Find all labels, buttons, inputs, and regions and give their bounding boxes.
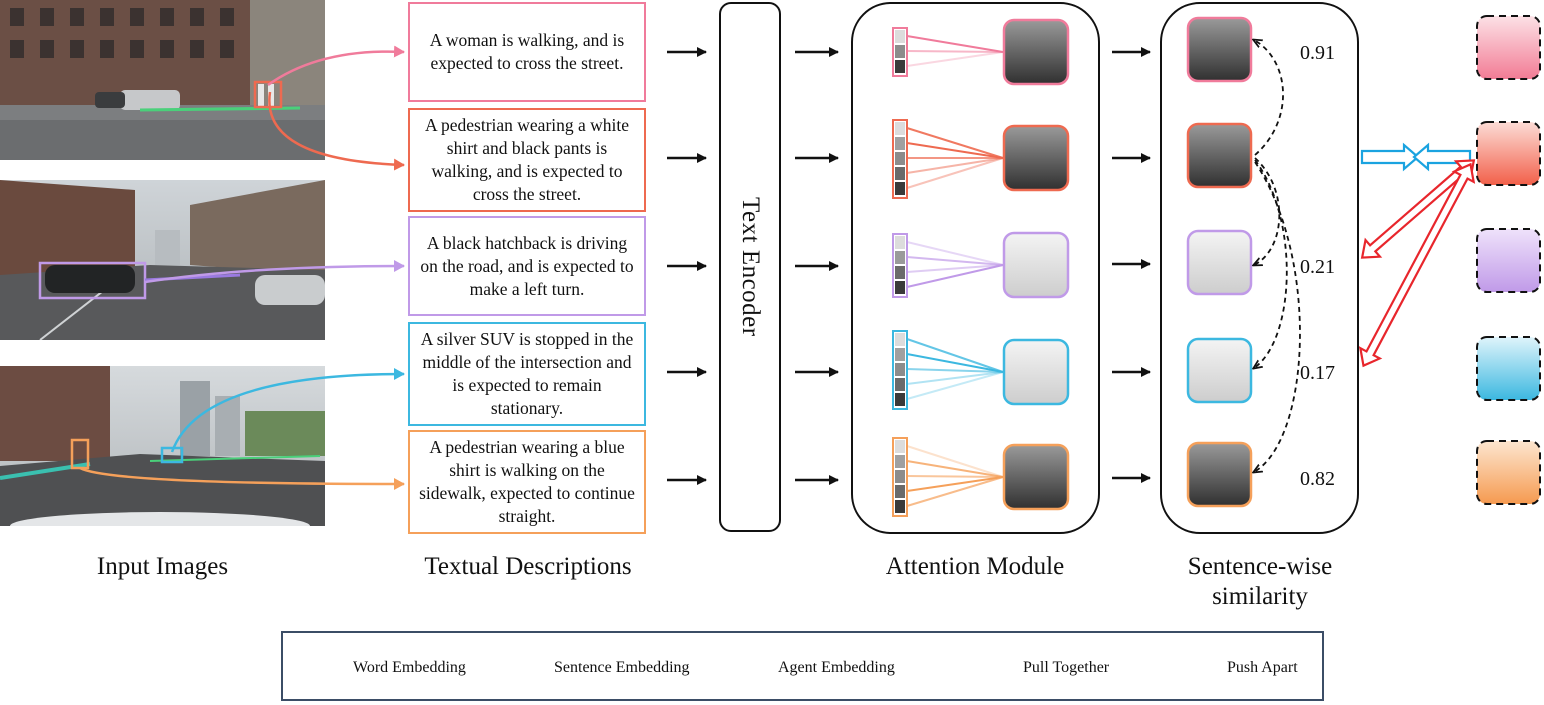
- description-box-1: A woman is walking, and is expected to c…: [408, 2, 646, 102]
- similarity-link-5: [1254, 161, 1301, 472]
- agent-embedding-4: [1476, 336, 1541, 401]
- description-text-4: A silver SUV is stopped in the middle of…: [420, 329, 634, 418]
- agent-embedding-2: [1476, 121, 1541, 186]
- description-text-3: A black hatchback is driving on the road…: [420, 232, 634, 299]
- agent-embedding-3: [1476, 228, 1541, 293]
- word-embedding-cell: [895, 30, 905, 43]
- street-image-2: [0, 180, 325, 340]
- sentence-embedding-sim-1: [1186, 16, 1253, 83]
- similarity-link-1: [1254, 40, 1284, 156]
- attention-row-3: [892, 231, 1070, 299]
- pull-together-arrow: [1360, 142, 1472, 172]
- sentence-embedding-sim-3: [1186, 229, 1253, 296]
- sentence-embedding-attn-2: [1002, 124, 1070, 192]
- description-text-5: A pedestrian wearing a blue shirt is wal…: [419, 437, 635, 526]
- agent-embedding-1: [1476, 15, 1541, 80]
- description-box-5: A pedestrian wearing a blue shirt is wal…: [408, 430, 646, 534]
- street-image-3: [0, 366, 325, 526]
- caption-sentence-wise-line2: similarity: [1212, 583, 1308, 610]
- description-box-4: A silver SUV is stopped in the middle of…: [408, 322, 646, 426]
- word-embedding-cell: [895, 281, 905, 294]
- description-text-1: A woman is walking, and is expected to c…: [429, 30, 625, 73]
- word-embedding-cell: [895, 393, 905, 406]
- legend-word-embedding-label: Word Embedding: [353, 659, 466, 676]
- similarity-score-1: 0.91: [1300, 42, 1335, 64]
- attention-row-5: [892, 437, 1070, 517]
- text-encoder-label: Text Encoder: [737, 197, 764, 337]
- sentence-embedding-attn-5: [1002, 443, 1070, 511]
- word-embedding-cell: [895, 60, 905, 73]
- link-image3-desc5: [79, 466, 405, 490]
- similarity-score-4: 0.17: [1300, 362, 1335, 384]
- caption-input-images: Input Images: [96, 553, 229, 580]
- attention-row-1: [892, 18, 1070, 86]
- similarity-link-4: [1254, 159, 1288, 368]
- legend-push-apart-label: Push Apart: [1227, 659, 1298, 676]
- attention-row-4: [892, 330, 1070, 410]
- word-embedding-cell: [895, 455, 905, 468]
- link-image2-desc3: [144, 260, 405, 284]
- legend-sentence-embedding-label: Sentence Embedding: [554, 659, 690, 676]
- sentence-embedding-attn-1: [1002, 18, 1070, 86]
- caption-sentence-wise: Sentence-wise similarity: [1150, 552, 1370, 612]
- link-image3-desc4: [170, 368, 405, 453]
- link-image1-desc1: [267, 45, 405, 87]
- sentence-embedding-sim-2: [1186, 122, 1253, 189]
- similarity-link-3: [1254, 157, 1281, 265]
- word-embedding-cell: [895, 167, 905, 180]
- similarity-panel: [1160, 2, 1359, 534]
- legend-pull-together-label: Pull Together: [1023, 659, 1110, 676]
- word-embedding-cell: [895, 440, 905, 453]
- attention-module-panel: [851, 2, 1100, 534]
- word-embedding-cell: [895, 182, 905, 195]
- sentence-embedding-attn-3: [1002, 231, 1070, 299]
- word-embedding-cell: [895, 363, 905, 376]
- legend-agent-embedding-label: Agent Embedding: [778, 659, 895, 676]
- sentence-embedding-attn-4: [1002, 338, 1070, 406]
- similarity-score-5: 0.82: [1300, 468, 1335, 490]
- sentence-embedding-sim-5: [1186, 441, 1253, 508]
- word-embedding-cell: [895, 266, 905, 279]
- word-embedding-cell: [895, 122, 905, 135]
- word-embedding-cell: [895, 348, 905, 361]
- sentence-embedding-sim-4: [1186, 337, 1253, 404]
- link-image1-desc2: [268, 91, 405, 171]
- text-encoder-block: Text Encoder: [719, 2, 781, 532]
- word-embedding-cell: [895, 500, 905, 513]
- legend-box: Word Embedding Sentence Embedding Agent …: [281, 631, 1324, 701]
- word-embedding-cell: [895, 45, 905, 58]
- word-embedding-cell: [895, 236, 905, 249]
- word-embedding-cell: [895, 485, 905, 498]
- push-apart-arrows: [1358, 159, 1476, 368]
- word-embedding-cell: [895, 152, 905, 165]
- agent-embedding-5: [1476, 440, 1541, 505]
- word-embedding-cell: [895, 378, 905, 391]
- word-embedding-cell: [895, 470, 905, 483]
- word-embedding-cell: [895, 333, 905, 346]
- word-embedding-cell: [895, 137, 905, 150]
- word-embedding-cell: [895, 251, 905, 264]
- description-box-2: A pedestrian wearing a white shirt and b…: [408, 108, 646, 212]
- similarity-score-3: 0.21: [1300, 256, 1335, 278]
- description-box-3: A black hatchback is driving on the road…: [408, 216, 646, 316]
- caption-sentence-wise-line1: Sentence-wise: [1187, 553, 1333, 580]
- caption-textual-descriptions: Textual Descriptions: [424, 553, 632, 580]
- caption-attention-module: Attention Module: [885, 553, 1065, 580]
- attention-row-2: [892, 119, 1070, 199]
- description-text-2: A pedestrian wearing a white shirt and b…: [424, 115, 630, 204]
